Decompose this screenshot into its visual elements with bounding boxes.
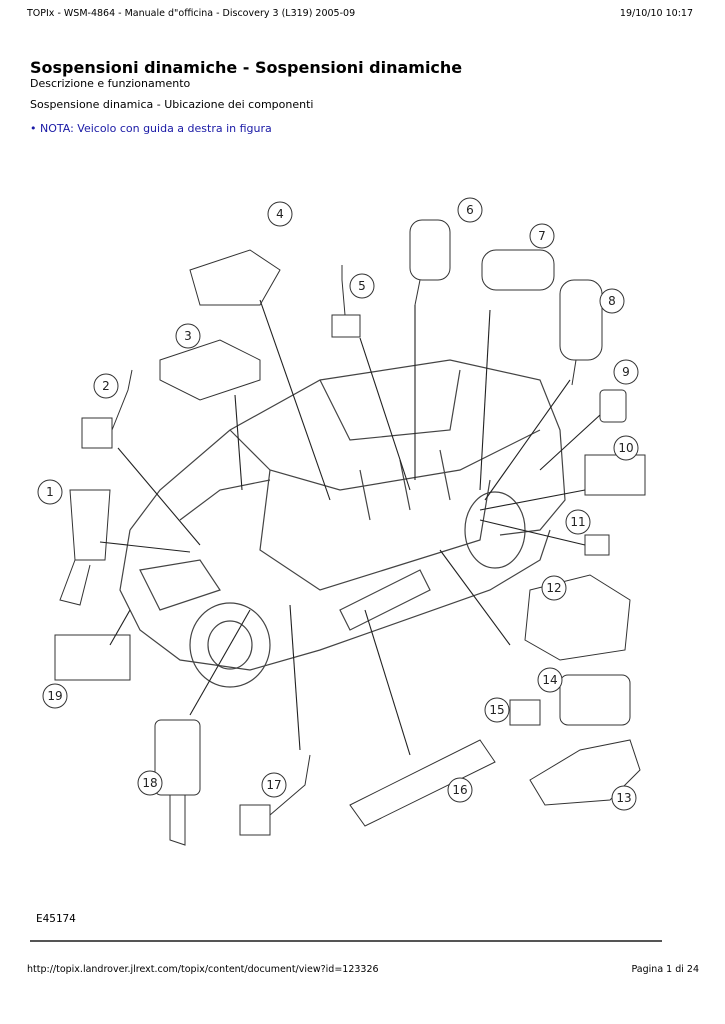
callout-label-11: 11 bbox=[570, 515, 585, 529]
callout-label-15: 15 bbox=[489, 703, 504, 717]
figure-code: E45174 bbox=[36, 912, 76, 925]
vehicle-outline bbox=[119, 359, 566, 688]
callout-label-19: 19 bbox=[47, 689, 62, 703]
callout-circle-10 bbox=[613, 435, 639, 461]
callout-circle-8 bbox=[599, 288, 625, 314]
callout-circle-15 bbox=[484, 697, 510, 723]
callout-label-9: 9 bbox=[622, 365, 630, 379]
callout-label-4: 4 bbox=[276, 207, 284, 221]
callout-circle-4 bbox=[267, 201, 293, 227]
callout-label-2: 2 bbox=[102, 379, 110, 393]
callout-circle-13 bbox=[611, 785, 637, 811]
callout-circle-5 bbox=[349, 273, 375, 299]
callout-label-3: 3 bbox=[184, 329, 192, 343]
callout-label-6: 6 bbox=[466, 203, 474, 217]
callout-label-17: 17 bbox=[266, 778, 281, 792]
callout-label-10: 10 bbox=[618, 441, 633, 455]
leader-lines bbox=[99, 299, 601, 756]
footer-url[interactable]: http://topix.landrover.jlrext.com/topix/… bbox=[27, 964, 379, 975]
callout-circle-16 bbox=[447, 777, 473, 803]
callout-label-13: 13 bbox=[616, 791, 631, 805]
callout-label-12: 12 bbox=[546, 581, 561, 595]
callout-circle-9 bbox=[613, 359, 639, 385]
page-title: Sospensioni dinamiche - Sospensioni dina… bbox=[30, 58, 463, 77]
callout-label-16: 16 bbox=[452, 783, 467, 797]
callout-circle-12 bbox=[541, 575, 567, 601]
header-timestamp: 19/10/10 10:17 bbox=[619, 8, 693, 19]
callout-label-18: 18 bbox=[142, 776, 157, 790]
page-number: Pagina 1 di 24 bbox=[631, 964, 700, 975]
callout-circle-19 bbox=[42, 683, 68, 709]
header-title: TOPIx - WSM-4864 - Manuale d"officina - … bbox=[27, 8, 356, 19]
callout-circle-6 bbox=[457, 197, 483, 223]
callout-circle-7 bbox=[529, 223, 555, 249]
component-sketches bbox=[54, 219, 646, 846]
section-heading: Sospensione dinamica - Ubicazione dei co… bbox=[30, 98, 314, 111]
callout-circle-3 bbox=[175, 323, 201, 349]
footer-divider bbox=[30, 940, 662, 942]
callout-label-14: 14 bbox=[542, 673, 557, 687]
callout-circle-11 bbox=[565, 509, 591, 535]
callout-circle-2 bbox=[93, 373, 119, 399]
page-subtitle: Descrizione e funzionamento bbox=[30, 77, 191, 90]
note-text: • NOTA: Veicolo con guida a destra in fi… bbox=[30, 122, 272, 135]
callout-circle-18 bbox=[137, 770, 163, 796]
callout-label-1: 1 bbox=[46, 485, 54, 499]
callout-label-5: 5 bbox=[358, 279, 366, 293]
callout-label-7: 7 bbox=[538, 229, 546, 243]
callout-label-8: 8 bbox=[608, 294, 616, 308]
callout-circle-1 bbox=[37, 479, 63, 505]
callout-circle-14 bbox=[537, 667, 563, 693]
callout-circle-17 bbox=[261, 772, 287, 798]
